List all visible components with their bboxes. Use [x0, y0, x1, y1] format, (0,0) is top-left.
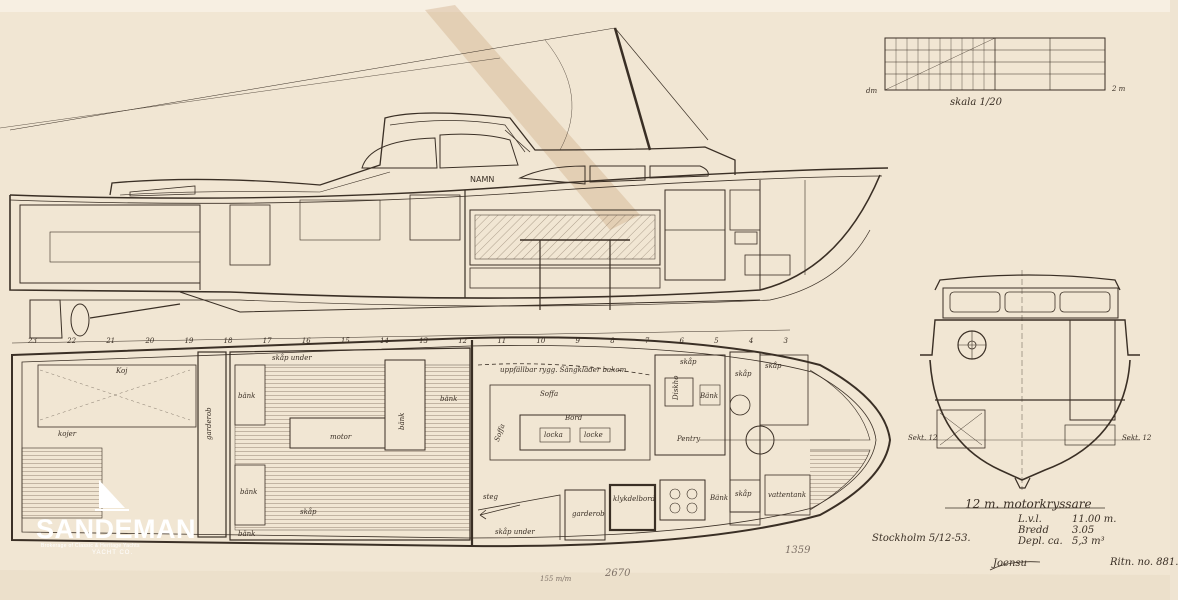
- plan-label-pentry: Pentry: [677, 435, 701, 443]
- station-number: 15: [340, 337, 350, 345]
- plan-view: [11, 329, 892, 548]
- plan-label-skap-a: skåp: [680, 358, 697, 366]
- bredd-value: 3.05: [1072, 525, 1095, 536]
- signature: Joensu: [993, 558, 1027, 569]
- station-number: 16: [301, 337, 311, 345]
- paper-bottom-fade: [0, 570, 1170, 600]
- plan-label-garderob: garderob: [572, 510, 605, 518]
- station-number: 6: [679, 337, 684, 345]
- plan-label-klykdelbord: klykdelbord: [613, 495, 656, 503]
- plan-label-koj: Koj: [116, 367, 128, 375]
- station-number: 7: [644, 337, 650, 345]
- scale-right-label: 2 m: [1112, 85, 1126, 93]
- station-number: 17: [262, 337, 272, 345]
- station-number: 14: [379, 337, 389, 345]
- plan-label-skap-c: skåp: [735, 490, 752, 498]
- sandeman-logo: SANDEMAN Brokerage of Classic & Heritage…: [36, 478, 196, 556]
- depl-value: 5,3 m³: [1072, 536, 1105, 547]
- pencil-note-c: 155 m/m: [540, 575, 572, 583]
- pencil-note-a: 1359: [785, 545, 811, 556]
- plan-label-bank-left: bänk: [240, 488, 258, 496]
- station-number: 19: [184, 337, 194, 345]
- scale-ratio-label: skala 1/20: [950, 97, 1002, 108]
- station-number: 11: [497, 337, 507, 345]
- depl-label: Depl. ca.: [1018, 536, 1063, 547]
- scale-bar: [884, 37, 1106, 91]
- plan-label-skap-under: skåp under: [272, 354, 312, 362]
- profile-view: [0, 27, 889, 339]
- sail-icon: [95, 480, 129, 511]
- plan-label-bank-fwd2: Bänk: [710, 494, 729, 502]
- station-number: 23: [28, 337, 37, 345]
- plan-label-diskho: Diskho: [672, 375, 680, 400]
- station-number: 18: [223, 337, 233, 345]
- station-number: 3: [783, 337, 788, 345]
- plan-label-uppfallbar-rygg: uppfällbar rygg. Sängkläder bakom: [500, 366, 627, 374]
- plan-label-vattentank: vattentank: [768, 491, 807, 499]
- station-number: 10: [536, 337, 546, 345]
- drawing-number: Ritn. no. 881.: [1110, 557, 1178, 568]
- plan-label-skap-fwd-top: skåp: [765, 362, 782, 370]
- lvl-label: L.v.l.: [1018, 514, 1042, 525]
- section-label-right: Sekt. 12: [1122, 434, 1152, 442]
- station-number: 5: [714, 337, 719, 345]
- plan-label-garderob-vertical: garderob: [205, 407, 213, 440]
- lvl-value: 11.00 m.: [1072, 514, 1117, 525]
- logo-subline: YACHT CO.: [92, 550, 134, 556]
- tape-stain: [425, 5, 640, 230]
- pencil-note-b: 2670: [605, 568, 631, 579]
- station-number: 4: [748, 337, 754, 345]
- title-block-lines: [945, 507, 1105, 571]
- station-number-row: 23 22 21 20 19 18 17 16 15 14 13 12 11 1…: [28, 337, 788, 347]
- plan-label-soffa-top: Soffa: [540, 390, 559, 398]
- place-date: Stockholm 5/12-53.: [872, 533, 971, 544]
- plan-label-locke: locke: [584, 431, 603, 439]
- plan-label-skap-under-bottom: skåp under: [495, 528, 535, 536]
- plan-label-steg: steg: [483, 493, 499, 501]
- section-label-left: Sekt. 12: [908, 434, 938, 442]
- section-view: [920, 270, 1140, 490]
- plan-label-skap-b: skåp: [735, 370, 752, 378]
- scale-left-label: dm: [866, 87, 878, 95]
- station-number: 22: [67, 337, 77, 345]
- station-number: 13: [419, 337, 429, 345]
- plan-label-bank-top: bänk: [238, 392, 256, 400]
- plan-label-bank-fwd: Bänk: [700, 392, 719, 400]
- plan-label-bord: Bord: [565, 414, 583, 422]
- station-number: 8: [610, 337, 615, 345]
- plan-label-motor: motor: [330, 433, 352, 441]
- station-number: 9: [575, 337, 580, 345]
- station-number: 12: [458, 337, 468, 345]
- plan-label-kojer: kojer: [58, 430, 77, 438]
- logo-wordmark: SANDEMAN: [36, 514, 197, 544]
- station-number: 21: [106, 337, 116, 345]
- drawing-title: 12 m. motorkryssare: [965, 497, 1092, 511]
- logo-tagline: Brokerage of Classic & Heritage Yachts: [41, 543, 140, 549]
- bredd-label: Bredd: [1018, 525, 1049, 536]
- paper-top-edge: [0, 0, 1170, 12]
- plan-label-bank-aft: bänk: [238, 530, 256, 538]
- plan-label-locka: locka: [544, 431, 563, 439]
- station-number: 20: [145, 337, 155, 345]
- plan-label-bank-aft2: bänk: [440, 395, 458, 403]
- plan-label-bank-mid: bänk: [398, 412, 406, 430]
- plan-label-skap-under-aft: skåp: [300, 508, 317, 516]
- boat-name-label: NAMN: [470, 175, 494, 184]
